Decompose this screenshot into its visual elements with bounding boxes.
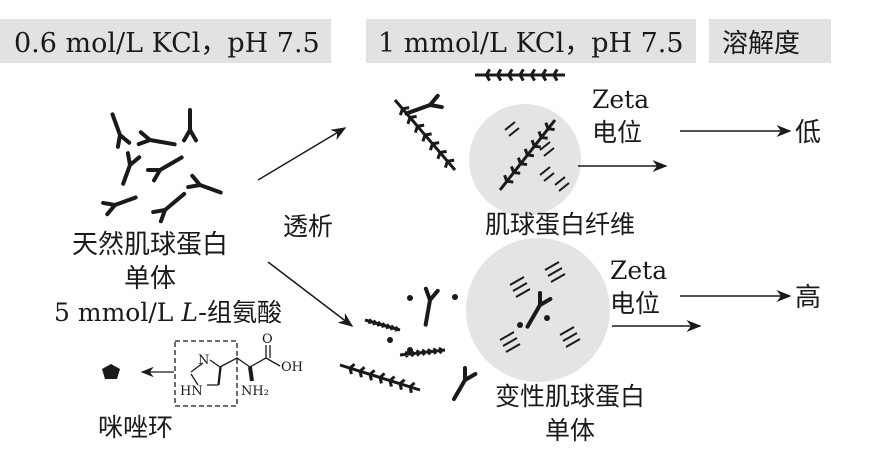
imidazole-ring-label: 咪唑环 <box>98 413 173 442</box>
header-high-salt: 0.6 mol/L KCl，pH 7.5 <box>0 19 331 63</box>
atom-nh2: NH₂ <box>241 384 269 399</box>
charge-dot <box>407 347 413 353</box>
native-monomer-label: 天然肌球蛋白 <box>72 230 228 260</box>
charge-mark <box>504 121 555 157</box>
top-potential-label: 电位 <box>592 118 642 147</box>
denatured-label: 变性肌球蛋白 <box>495 382 645 411</box>
myosin-fibers <box>393 68 570 192</box>
header-solubility: 溶解度 <box>709 19 831 63</box>
atom-hn: HN <box>180 384 203 399</box>
denatured-monomers <box>339 261 581 402</box>
denatured-label-2: 单体 <box>545 416 595 445</box>
charge-mark <box>544 261 566 283</box>
myosin-molecule <box>151 191 187 224</box>
charge-dot <box>387 337 393 343</box>
charge-dot <box>517 322 523 328</box>
atom-o: O <box>262 332 273 347</box>
charge-mark <box>499 331 521 353</box>
myosin-fiber <box>393 99 457 171</box>
histidine-prefix: 5 mmol/L <box>54 298 181 327</box>
dialysis-arrow-up <box>257 127 347 181</box>
myosin-fiber <box>399 347 446 358</box>
atom-oh: OH <box>281 360 303 375</box>
top-zeta-label: Zeta <box>592 85 649 114</box>
myosin-fiber <box>475 68 565 82</box>
histidine-structure <box>174 340 281 407</box>
charge-mark <box>539 166 570 192</box>
myosin-molecule <box>110 112 132 149</box>
myosin-fiber <box>364 318 401 332</box>
myosin-fiber <box>498 119 557 191</box>
charge-mark <box>509 276 531 298</box>
native-myosin-monomers <box>101 108 223 224</box>
myosin-molecule <box>182 108 198 143</box>
header-solubility-label: 溶解度 <box>722 29 800 59</box>
imidazole-pentagon-icon <box>102 364 120 379</box>
myosin-molecule <box>525 291 553 329</box>
bottom-potential-label: 电位 <box>610 289 660 318</box>
histidine-italic: L <box>180 298 198 327</box>
dialysis-label: 透析 <box>283 212 333 241</box>
fiber-label: 肌球蛋白纤维 <box>485 210 635 239</box>
myosin-molecule <box>146 155 184 183</box>
myosin-molecule <box>101 195 138 217</box>
histidine-suffix: -组氨酸 <box>198 298 282 327</box>
myosin-molecule <box>186 173 223 195</box>
solubility-high: 高 <box>795 283 821 313</box>
myosin-molecule <box>452 366 478 402</box>
charge-dot <box>544 315 550 321</box>
header-low-salt: 1 mmol/L KCl，pH 7.5 <box>366 19 696 63</box>
atom-n: N <box>198 353 209 368</box>
charge-mark <box>559 326 581 348</box>
native-monomer-label-2: 单体 <box>124 264 176 294</box>
charge-dot <box>452 294 458 300</box>
myosin-molecule <box>423 286 440 327</box>
solubility-low: 低 <box>795 118 821 148</box>
myosin-molecule <box>121 151 142 186</box>
myosin-molecule <box>404 93 444 116</box>
histidine-label: 5 mmol/L L-组氨酸 <box>54 298 282 327</box>
myosin-fiber <box>339 362 421 394</box>
charge-dot <box>407 295 413 301</box>
dialysis-arrow-down <box>267 261 354 327</box>
bottom-zeta-label: Zeta <box>610 256 667 285</box>
myosin-molecule <box>136 130 177 147</box>
header-low-salt-label: 1 mmol/L KCl，pH 7.5 <box>378 28 684 59</box>
header-high-salt-label: 0.6 mol/L KCl，pH 7.5 <box>14 28 320 59</box>
